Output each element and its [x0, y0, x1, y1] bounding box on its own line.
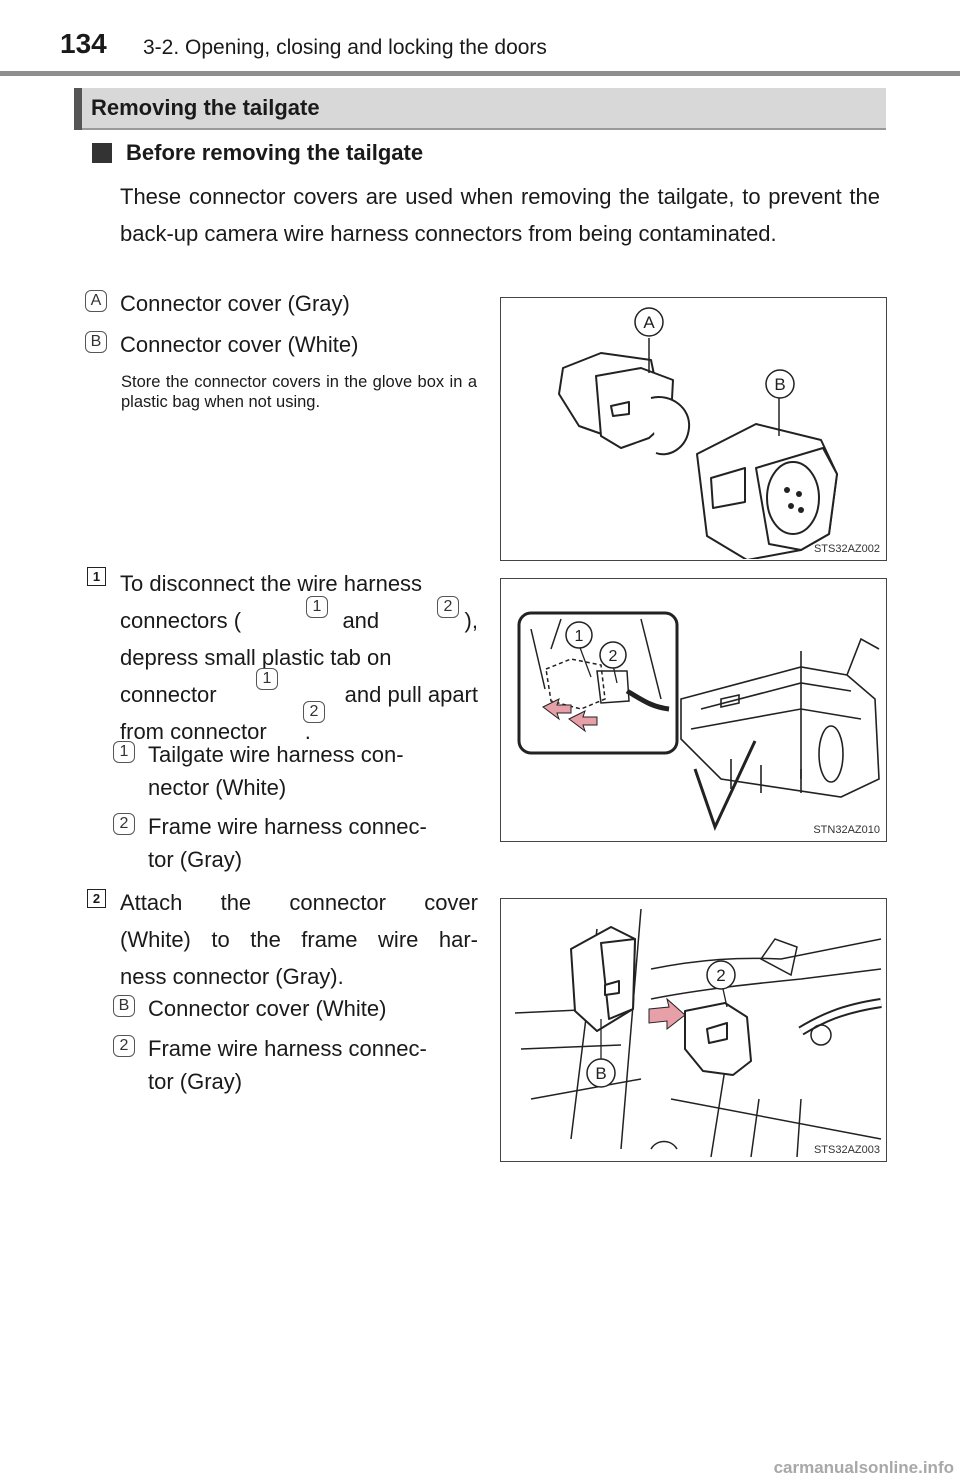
- disconnect-illustration: 1 2: [517, 611, 880, 832]
- square-bullet-icon: [92, 143, 112, 163]
- section-header: Removing the tailgate: [74, 88, 886, 130]
- step-1-line-4-post: and pull apart: [344, 682, 478, 707]
- callout-2: 2: [716, 966, 725, 985]
- inline-marker-1: 1: [306, 596, 328, 618]
- step-1-line-5-post: .: [304, 719, 311, 744]
- step-1-item-1-line-1: Tailgate wire harness con-: [148, 742, 404, 767]
- step-1-line-1: To disconnect the wire harness: [120, 571, 423, 596]
- callout-b: B: [595, 1064, 606, 1083]
- step-2-line-3: ness connector (Gray).: [120, 964, 344, 989]
- step-2-text: Attach the connector cover (White) to th…: [120, 884, 478, 995]
- figure-attach-cover: 2 B STS32AZ003: [500, 898, 887, 1162]
- marker-b: B: [85, 331, 107, 353]
- figure-disconnect-connectors: 1 2 STN32AZ010: [500, 578, 887, 842]
- step-2-item-1: Connector cover (White): [148, 996, 387, 1021]
- storage-note: Store the connector covers in the glove …: [121, 373, 477, 411]
- callout-1: 1: [575, 628, 584, 645]
- step-2-item-2-line-1: Frame wire harness connec-: [148, 1036, 427, 1061]
- figure-code: STS32AZ003: [813, 1144, 880, 1156]
- step-2-number: 2: [87, 889, 106, 908]
- inline-marker-2b: 2: [303, 701, 325, 723]
- callout-a: A: [643, 313, 655, 332]
- step-2-line-2: (White) to the frame wire har-: [120, 927, 478, 952]
- step-1-line-2: connectors ( 1 and 2 ),: [120, 596, 478, 639]
- inline-marker-1b: 1: [256, 668, 278, 690]
- connector-covers-illustration: A B: [558, 307, 838, 561]
- cover-b-label: Connector cover (White): [120, 332, 359, 357]
- step-2-item-2-line-2: tor (Gray): [148, 1069, 243, 1094]
- chapter-title: 3-2. Opening, closing and locking the do…: [143, 36, 547, 59]
- subsection-title: Before removing the tailgate: [126, 140, 424, 165]
- attach-cover-illustration: 2 B: [514, 908, 882, 1158]
- step-1-item-1-line-2: nector (White): [148, 775, 287, 800]
- callout-b: B: [774, 375, 785, 394]
- step-1-line-2-pre: connectors (: [120, 608, 242, 633]
- step-1-number: 1: [87, 567, 106, 586]
- item-marker-b: B: [113, 995, 135, 1017]
- figure-connector-covers: A B STS32AZ002: [500, 297, 887, 561]
- figure-code: STS32AZ002: [813, 543, 880, 555]
- cover-a-label: Connector cover (Gray): [120, 291, 350, 316]
- header-rule: [0, 71, 960, 76]
- intro-paragraph: These connector covers are used when rem…: [120, 184, 880, 246]
- item-marker-2: 2: [113, 813, 135, 835]
- inline-marker-2: 2: [437, 596, 459, 618]
- figure-code: STN32AZ010: [813, 824, 880, 836]
- step-1-line-5-pre: from connector: [120, 719, 267, 744]
- step-2-line-1: Attach the connector cover: [120, 890, 478, 915]
- section-bar: [74, 88, 82, 130]
- watermark: carmanualsonline.info: [773, 1458, 954, 1477]
- page-number: 134: [60, 28, 107, 59]
- marker-a: A: [85, 290, 107, 312]
- section-title: Removing the tailgate: [91, 95, 320, 120]
- step-1-line-2-post: ),: [464, 608, 478, 633]
- step-1-line-4: connector and pull apart: [120, 676, 478, 713]
- step-1-item-2-line-2: tor (Gray): [148, 847, 243, 872]
- step-1-line-2-mid: and: [342, 608, 380, 633]
- step-1-item-2-line-1: Frame wire harness connec-: [148, 814, 427, 839]
- step-1-line-3: depress small plastic tab on: [120, 645, 392, 670]
- item-marker-1: 1: [113, 741, 135, 763]
- callout-2: 2: [609, 648, 618, 665]
- item-marker-2c: 2: [113, 1035, 135, 1057]
- step-1-line-5: from connector.: [120, 713, 311, 750]
- step-1-line-4-pre: connector: [120, 682, 217, 707]
